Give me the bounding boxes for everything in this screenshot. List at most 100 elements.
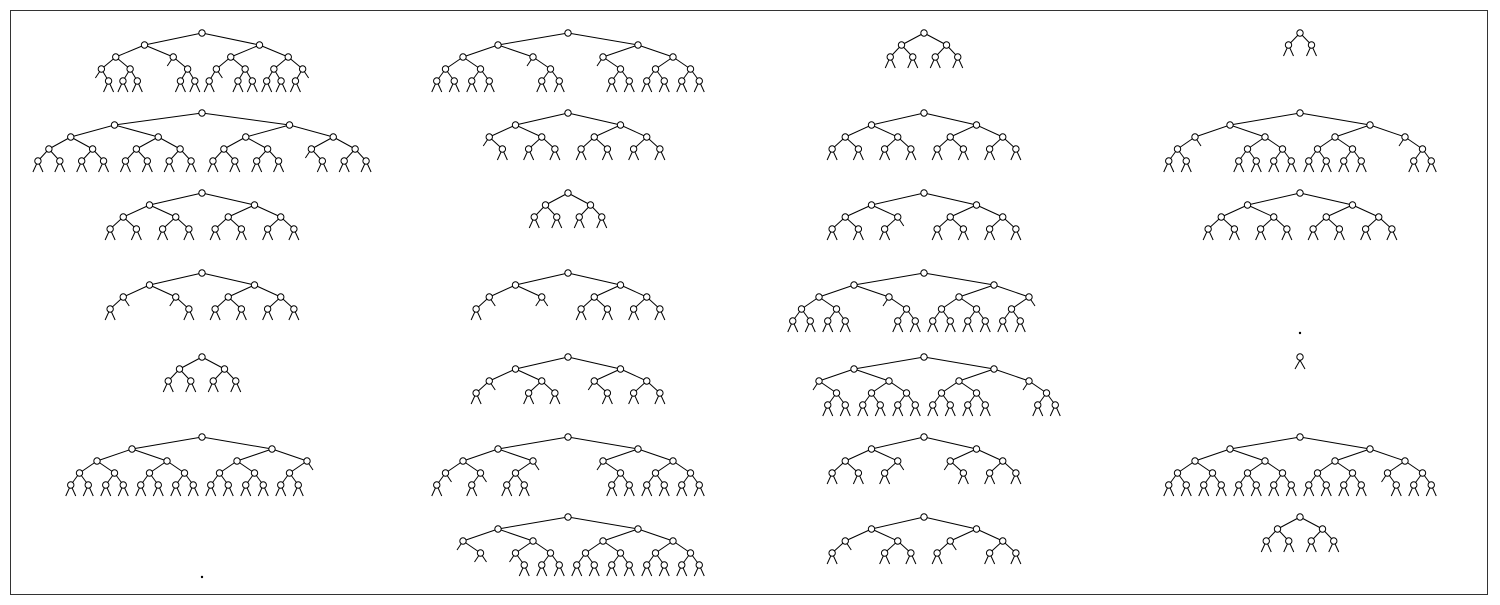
tree-node	[886, 53, 894, 61]
tree-node	[933, 549, 941, 557]
tree-node	[112, 53, 120, 61]
tree	[431, 29, 705, 93]
tree-node	[907, 145, 915, 153]
tree-node	[634, 445, 642, 453]
tree-node	[145, 201, 154, 209]
tree-node	[1383, 469, 1392, 477]
tree-node	[946, 537, 954, 545]
tree-edge	[1194, 448, 1231, 462]
tree-node	[1025, 293, 1033, 301]
tree-node	[1016, 317, 1024, 325]
tree-node	[1388, 225, 1396, 233]
tree-node	[250, 281, 259, 289]
tree-edge	[637, 44, 674, 58]
tree-node	[985, 549, 994, 557]
tree-edge	[923, 356, 995, 370]
tree-node	[524, 145, 533, 153]
tree-node	[433, 77, 441, 85]
tree-node	[1051, 401, 1059, 409]
tree-node	[298, 65, 307, 73]
tree-node	[529, 537, 537, 545]
tree-edge	[149, 192, 203, 206]
tree-node	[546, 549, 555, 557]
tree-node	[1401, 457, 1409, 465]
tree-node	[433, 481, 441, 489]
tree-node	[616, 365, 625, 373]
tree-node	[937, 305, 946, 313]
tree-node	[972, 445, 981, 453]
tree-node	[1287, 481, 1295, 489]
tree-node	[119, 77, 127, 85]
tree-edge	[123, 204, 150, 218]
tree-node	[1208, 469, 1217, 477]
tree-edge	[620, 284, 647, 298]
tree-node	[603, 389, 612, 397]
tree-edge	[144, 32, 203, 46]
tree-node	[880, 225, 889, 233]
tree-edge	[179, 356, 203, 370]
tree-node	[695, 481, 703, 489]
tree	[884, 29, 964, 69]
tree-node	[946, 401, 954, 409]
tree-node	[946, 133, 954, 141]
tree-node	[959, 225, 968, 233]
tree-node	[285, 469, 294, 477]
tree-node	[84, 481, 92, 489]
tree-node	[476, 549, 485, 557]
tree-node	[625, 561, 633, 569]
tree-node	[832, 305, 841, 313]
tree-node	[946, 457, 954, 465]
tree-node	[137, 481, 145, 489]
tree-node	[1165, 481, 1173, 489]
tree-node	[1204, 225, 1212, 233]
tree-node	[106, 305, 114, 313]
tree-node	[187, 377, 195, 385]
tree-edge	[637, 448, 674, 462]
tree-edge	[131, 448, 168, 462]
tree-node	[511, 549, 520, 557]
tree-edge	[993, 368, 1030, 382]
tree-node	[224, 213, 232, 221]
tree-node	[894, 401, 902, 409]
tree-node	[242, 481, 250, 489]
tree-node	[695, 77, 703, 85]
tree-edge	[497, 436, 569, 450]
tree-node	[529, 457, 537, 465]
tree-edge	[923, 516, 977, 530]
tree-node	[894, 317, 902, 325]
tree-node	[920, 189, 928, 197]
tree-node	[176, 77, 185, 85]
tree-node	[110, 121, 119, 129]
tree-node	[158, 225, 167, 233]
tree-node	[625, 77, 633, 85]
tree-node	[972, 201, 981, 209]
tree-node	[459, 537, 467, 545]
tree-node	[599, 457, 607, 465]
tree-node	[277, 481, 285, 489]
tree-edge	[497, 516, 569, 530]
tree-node	[1173, 145, 1182, 153]
tree-node	[920, 513, 928, 521]
tree-node	[1427, 157, 1435, 165]
tree-edge	[515, 284, 542, 298]
tree-node	[362, 157, 370, 165]
tree	[470, 269, 666, 321]
tree-node	[205, 77, 213, 85]
tree-node	[1309, 225, 1317, 233]
tree-node	[119, 481, 127, 489]
tree-node	[841, 213, 849, 221]
tree-node	[964, 317, 972, 325]
tree-node	[990, 365, 998, 373]
tree-node	[97, 65, 106, 73]
tree-node	[212, 65, 221, 73]
tree-node	[920, 353, 928, 361]
tree-node	[200, 575, 204, 579]
tree-node	[211, 305, 219, 313]
tree-edge	[923, 192, 977, 206]
tree-node	[695, 561, 703, 569]
tree-node	[581, 549, 590, 557]
tree-node	[56, 157, 64, 165]
tree-edge	[462, 448, 499, 462]
tree-node	[1252, 157, 1260, 165]
tree-node	[1042, 389, 1051, 397]
